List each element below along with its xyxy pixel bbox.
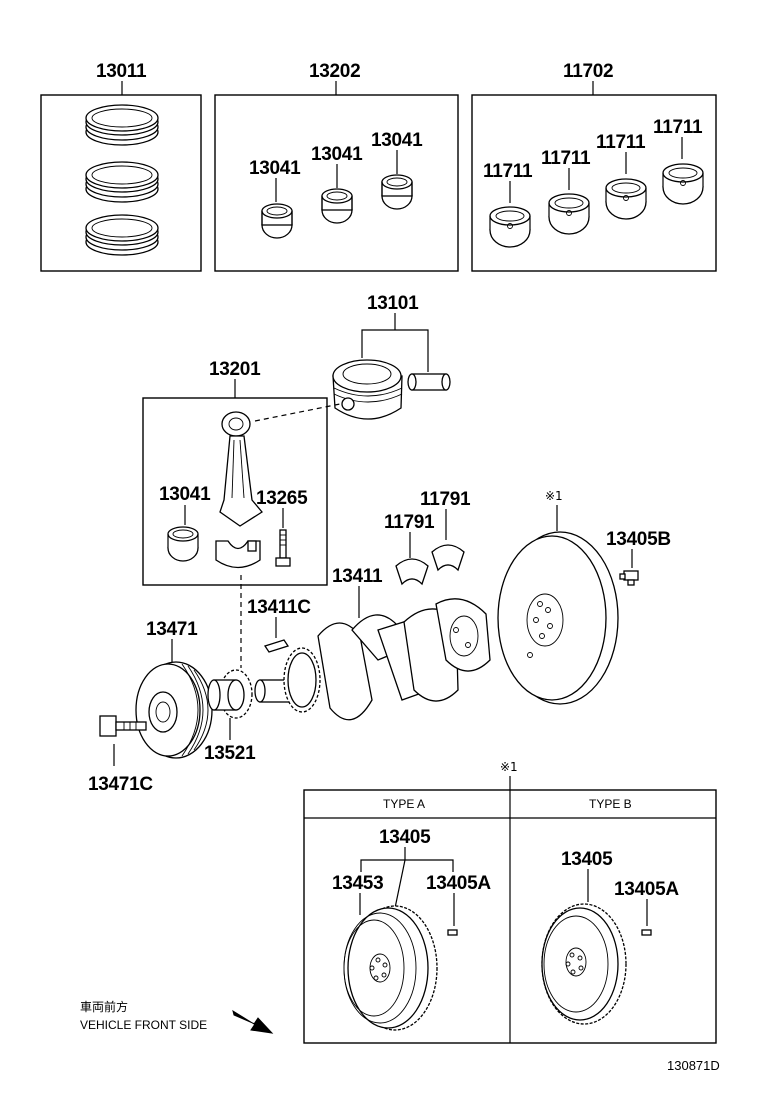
direction-note-en: VEHICLE FRONT SIDE [80, 1018, 207, 1032]
flywheel-bolt[interactable] [619, 570, 639, 586]
piston-ring-box [40, 94, 202, 272]
type-a-label-13405A[interactable]: 13405A [426, 873, 492, 894]
crankshaft[interactable] [254, 598, 491, 721]
label-13041-c[interactable]: 13041 [371, 130, 423, 151]
flywheel-group: ※1 13405B [497, 489, 671, 705]
type-a-flywheel[interactable] [343, 905, 438, 1031]
pulley-group: 13471 13471C [88, 619, 213, 795]
connecting-rod[interactable] [219, 411, 263, 527]
label-13411C[interactable]: 13411C [247, 597, 312, 618]
crankshaft-group: 13411 [254, 566, 491, 721]
crank-key[interactable] [263, 639, 290, 653]
diagram-id: 130871D [667, 1058, 720, 1073]
label-13041-rod[interactable]: 13041 [159, 484, 211, 505]
type-a-label-13453[interactable]: 13453 [332, 873, 384, 894]
label-13041-b[interactable]: 13041 [311, 144, 363, 165]
thrust-washer-group: 11791 11791 [384, 489, 471, 586]
flywheel-types-table: ※1 TYPE A TYPE B 13405 13453 13405A [303, 760, 717, 1044]
label-13411[interactable]: 13411 [332, 566, 383, 587]
label-13201[interactable]: 13201 [209, 359, 261, 380]
rod-bearing[interactable] [167, 526, 199, 562]
label-11791-a[interactable]: 11791 [420, 489, 471, 510]
con-rod-bearing-box [214, 94, 459, 272]
label-11711-b[interactable]: 11711 [541, 148, 591, 169]
rod-bolt[interactable] [275, 529, 291, 567]
con-rod-bearing-set-group: 13202 13041 13041 13041 [214, 61, 459, 272]
label-11702[interactable]: 11702 [563, 61, 614, 82]
key-group: 13411C [247, 597, 312, 653]
piston-pin[interactable] [407, 373, 451, 391]
label-13011[interactable]: 13011 [96, 61, 147, 82]
timing-sprocket[interactable] [207, 669, 253, 719]
label-13471C[interactable]: 13471C [88, 774, 154, 795]
type-a-pin[interactable] [447, 929, 458, 936]
main-bearing-shells[interactable] [489, 163, 704, 248]
type-b-header: TYPE B [589, 797, 632, 811]
label-11711-a[interactable]: 11711 [483, 161, 533, 182]
thrust-washer-upper[interactable] [431, 544, 465, 572]
label-11711-c[interactable]: 11711 [596, 132, 646, 153]
table-mark: ※1 [500, 760, 518, 774]
pulley-bolt[interactable] [99, 715, 147, 737]
direction-note-jp: 車両前方 [80, 999, 128, 1014]
label-13265[interactable]: 13265 [256, 488, 308, 509]
type-b-pin[interactable] [641, 929, 652, 936]
label-13471[interactable]: 13471 [146, 619, 198, 640]
con-rod-bearing-shells[interactable] [261, 174, 413, 239]
piston-ring-set-group: 13011 [40, 61, 202, 272]
connecting-rod-group: 13201 13041 13265 [142, 359, 341, 586]
direction-note: 車両前方 VEHICLE FRONT SIDE [80, 999, 274, 1034]
label-13405B[interactable]: 13405B [606, 529, 671, 550]
main-bearing-box [471, 94, 717, 272]
label-11711-d[interactable]: 11711 [653, 117, 703, 138]
connecting-rod-box [142, 397, 328, 586]
label-11791-b[interactable]: 11791 [384, 512, 435, 533]
type-a-header: TYPE A [383, 797, 425, 811]
piston-rings[interactable] [85, 104, 159, 256]
type-b-flywheel[interactable] [541, 903, 627, 1025]
flywheel-mark: ※1 [545, 489, 563, 503]
flywheel[interactable] [497, 531, 619, 705]
label-13101[interactable]: 13101 [367, 293, 419, 314]
main-bearing-set-group: 11702 11711 11711 11711 11711 [471, 61, 717, 272]
thrust-washer-lower[interactable] [395, 558, 429, 586]
type-b-label-13405A[interactable]: 13405A [614, 879, 680, 900]
crank-gear[interactable] [283, 647, 321, 713]
direction-arrow-icon [232, 1009, 274, 1034]
piston-group: 13101 [332, 293, 451, 420]
label-13521[interactable]: 13521 [204, 743, 256, 764]
piston[interactable] [332, 359, 403, 420]
type-b-label-13405[interactable]: 13405 [561, 849, 613, 870]
type-a-label-13405[interactable]: 13405 [379, 827, 431, 848]
label-13202[interactable]: 13202 [309, 61, 361, 82]
crank-pulley[interactable] [135, 661, 213, 759]
sprocket-group: 13521 [204, 669, 256, 764]
label-13041-a[interactable]: 13041 [249, 158, 301, 179]
rod-cap[interactable] [215, 540, 261, 569]
